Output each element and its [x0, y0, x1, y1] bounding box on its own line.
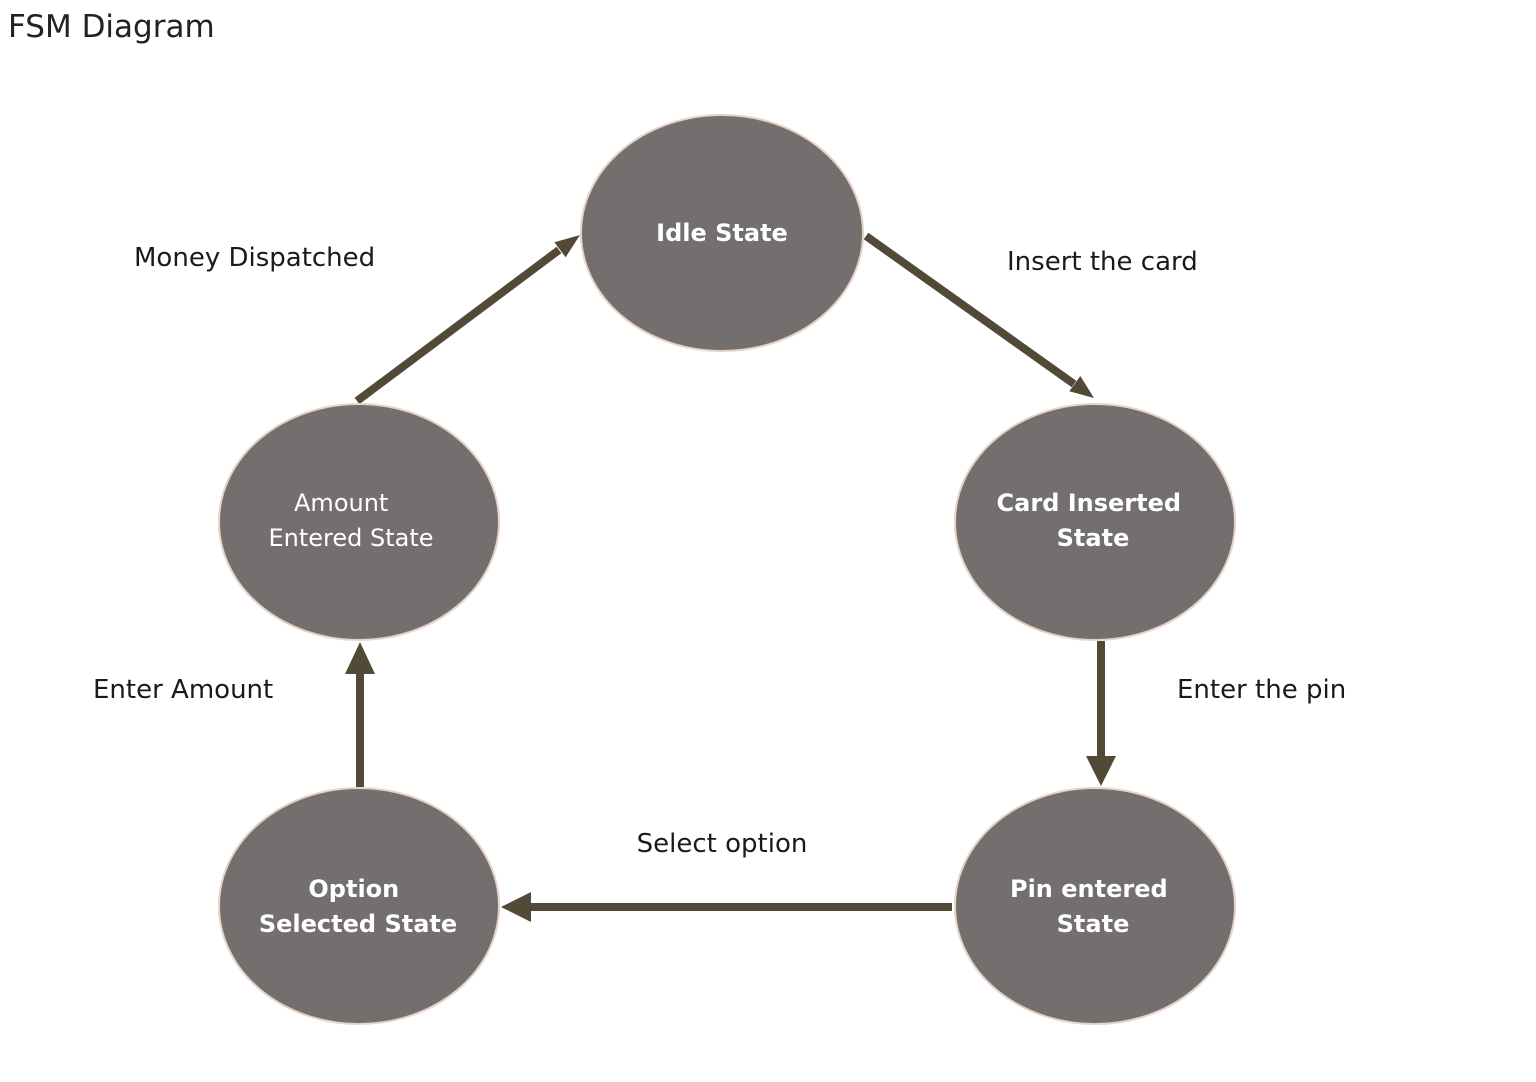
state-pin-entered-label: Pin entered State [1010, 875, 1176, 938]
state-amount-entered-label: Amount Entered State [268, 489, 433, 552]
arrow-insert-card [863, 232, 1094, 398]
label-enter-pin: Enter the pin [1177, 675, 1346, 705]
state-card-inserted: Card Inserted State [954, 403, 1236, 641]
arrow-select-option [501, 892, 952, 922]
arrow-money-dispatched [354, 235, 580, 405]
state-pin-entered: Pin entered State [954, 787, 1236, 1025]
label-money-dispatched: Money Dispatched [134, 243, 375, 273]
state-card-inserted-label: Card Inserted State [997, 489, 1190, 552]
state-idle: Idle State [580, 114, 864, 352]
label-insert-card: Insert the card [1007, 247, 1198, 277]
label-select-option: Select option [637, 829, 808, 859]
state-amount-entered: Amount Entered State [218, 403, 500, 641]
state-idle-label: Idle State [656, 219, 788, 247]
arrow-enter-pin [1086, 641, 1116, 786]
state-option-selected-label: Option Selected State [259, 875, 457, 938]
transition-arrows [345, 232, 1116, 922]
arrow-enter-amount [345, 642, 375, 787]
state-option-selected: Option Selected State [218, 787, 500, 1025]
page-title: FSM Diagram [8, 9, 215, 45]
label-enter-amount: Enter Amount [93, 675, 273, 705]
